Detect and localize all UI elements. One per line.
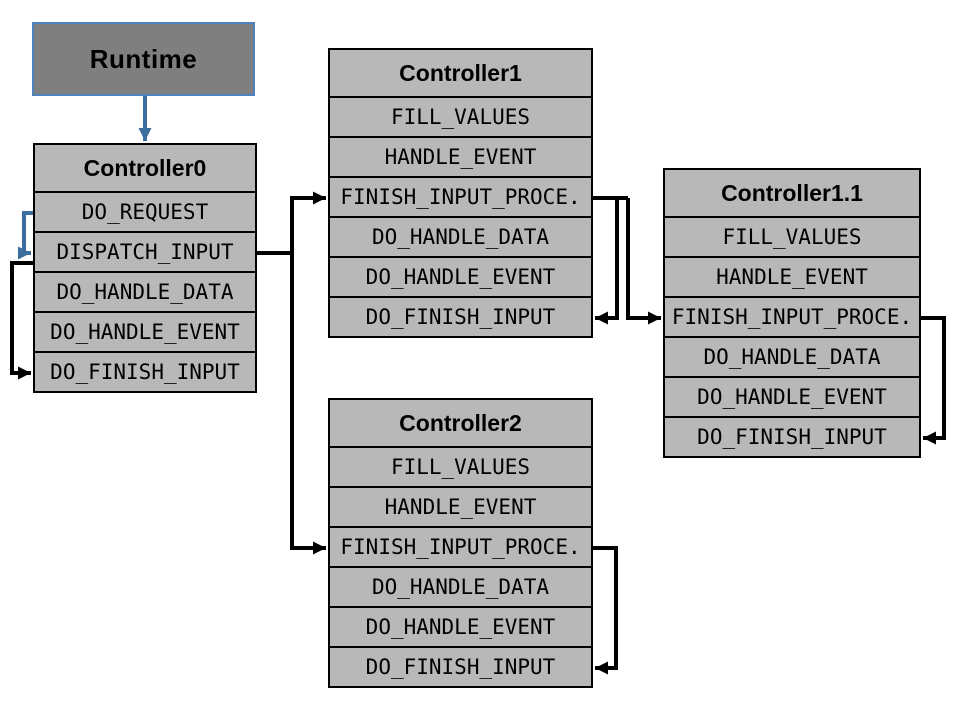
- method-row: DO_HANDLE_EVENT: [330, 256, 591, 296]
- method-row: DO_HANDLE_DATA: [665, 336, 919, 376]
- method-row: FINISH_INPUT_PROCE.: [330, 526, 591, 566]
- method-row: DO_HANDLE_DATA: [330, 566, 591, 606]
- arrow-dispatch-to-controller1: [290, 191, 326, 253]
- method-row: DO_HANDLE_DATA: [35, 271, 255, 311]
- arrow-controller2-finish-to-do-finish: [593, 546, 618, 675]
- controller1-title: Controller1: [399, 60, 522, 86]
- method-row: HANDLE_EVENT: [330, 486, 591, 526]
- arrow-controller1-to-controller1-1: [626, 198, 661, 325]
- method-row: DO_HANDLE_EVENT: [665, 376, 919, 416]
- arrow-controller1-1-finish-to-do-finish: [921, 316, 946, 445]
- method-row: HANDLE_EVENT: [330, 136, 591, 176]
- arrow-dispatch-input-to-do-finish-input: [10, 261, 33, 380]
- method-row: DO_HANDLE_EVENT: [330, 606, 591, 646]
- method-row: DO_FINISH_INPUT: [330, 646, 591, 686]
- method-row: DISPATCH_INPUT: [35, 231, 255, 271]
- method-row: DO_HANDLE_EVENT: [35, 311, 255, 351]
- method-row: DO_FINISH_INPUT: [330, 296, 591, 336]
- runtime-title: Runtime: [89, 44, 198, 74]
- controller0-box: Controller0 DO_REQUEST DISPATCH_INPUT DO…: [33, 143, 257, 393]
- method-row: FINISH_INPUT_PROCE.: [330, 176, 591, 216]
- method-row: DO_FINISH_INPUT: [665, 416, 919, 456]
- controller1-1-title: Controller1.1: [721, 180, 863, 206]
- method-row: FINISH_INPUT_PROCE.: [665, 296, 919, 336]
- method-row: FILL_VALUES: [330, 446, 591, 486]
- controller2-title: Controller2: [399, 410, 522, 436]
- method-row: FILL_VALUES: [665, 216, 919, 256]
- controller1-box: Controller1 FILL_VALUES HANDLE_EVENT FIN…: [328, 48, 593, 338]
- arrow-controller1-finish-to-do-finish: [595, 198, 619, 325]
- controller1-1-box: Controller1.1 FILL_VALUES HANDLE_EVENT F…: [663, 168, 921, 458]
- controller0-title: Controller0: [83, 155, 207, 181]
- runtime-box: Runtime: [32, 22, 255, 96]
- controller2-box: Controller2 FILL_VALUES HANDLE_EVENT FIN…: [328, 398, 593, 688]
- arrow-dispatch-to-controller2: [290, 253, 326, 555]
- method-row: DO_HANDLE_DATA: [330, 216, 591, 256]
- method-row: FILL_VALUES: [330, 96, 591, 136]
- arrow-do-request-to-dispatch-input: [17, 211, 33, 260]
- method-row: HANDLE_EVENT: [665, 256, 919, 296]
- method-row: DO_REQUEST: [35, 191, 255, 231]
- method-row: DO_FINISH_INPUT: [35, 351, 255, 391]
